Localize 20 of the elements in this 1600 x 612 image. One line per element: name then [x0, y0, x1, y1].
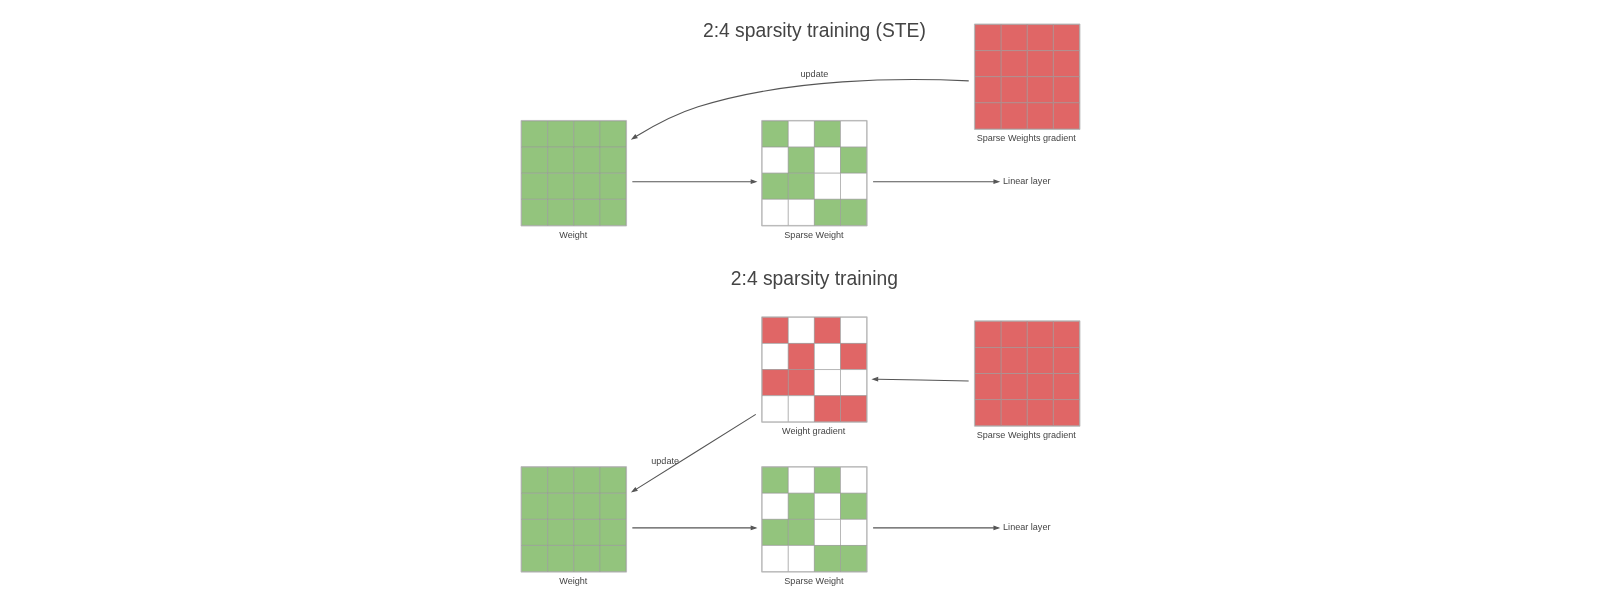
arrow	[870, 376, 969, 382]
node-text: Linear layer	[1002, 522, 1050, 533]
label: 2:4 sparsity training	[730, 267, 898, 289]
node-label: Sparse Weights gradient	[976, 133, 1076, 144]
arrow	[630, 413, 756, 493]
arrow	[631, 525, 757, 531]
edge-label: update	[800, 68, 828, 79]
edge-label: update	[650, 455, 679, 466]
node-label: Weight	[558, 229, 587, 240]
arrow	[872, 525, 1000, 531]
arrow	[631, 179, 757, 185]
node-label: Sparse Weights gradient	[976, 430, 1076, 441]
node-label: Weight gradient	[781, 426, 845, 437]
label: 2:4 sparsity training (STE)	[702, 20, 926, 42]
node-label: Weight	[558, 575, 587, 586]
node-text: Linear layer	[1002, 175, 1050, 186]
node-label: Sparse Weight	[783, 575, 844, 586]
arrow	[872, 179, 1000, 185]
node-label: Sparse Weight	[783, 229, 844, 240]
arrow	[630, 79, 969, 140]
